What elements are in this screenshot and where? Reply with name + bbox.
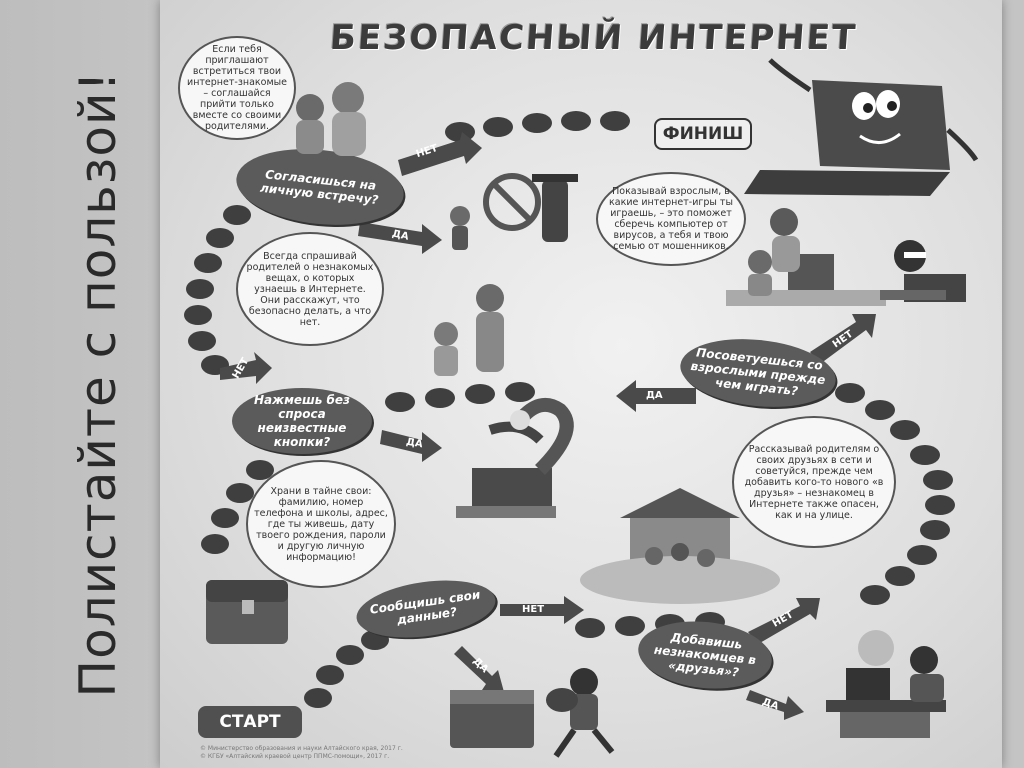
credit-line: © Министерство образования и науки Алтай… bbox=[200, 745, 403, 752]
bubble-keep-secret: Храни в тайне свои: фамилию, номер телеф… bbox=[246, 460, 396, 588]
board-path bbox=[184, 111, 955, 720]
side-slogan: Полистайте с пользой! bbox=[69, 70, 127, 698]
arrow-no-data: НЕТ bbox=[522, 604, 545, 615]
question-buttons: Нажмешь без спроса неизвестные кнопки? bbox=[232, 388, 372, 454]
poster-title: БЕЗОПАСНЫЙ ИНТЕРНЕТ bbox=[328, 18, 859, 58]
path-arrows bbox=[220, 132, 876, 720]
poster: БЕЗОПАСНЫЙ ИНТЕРНЕТ ФИНИШ СТАРТ Согласиш… bbox=[160, 0, 1002, 768]
bubble-tell-friends: Рассказывай родителям о своих друзьях в … bbox=[732, 416, 896, 548]
bubble-show-games: Показывай взрослым, в какие интернет-игр… bbox=[596, 172, 746, 266]
finish-label: ФИНИШ bbox=[654, 118, 752, 150]
credits: © Министерство образования и науки Алтай… bbox=[200, 745, 403, 761]
bubble-ask-parents: Всегда спрашивай родителей о незнакомых … bbox=[236, 232, 384, 346]
start-label: СТАРТ bbox=[198, 706, 302, 738]
bubble-meet-parents: Если тебя приглашают встретиться твои ин… bbox=[178, 36, 296, 140]
arrow-yes-advice: ДА bbox=[646, 390, 663, 401]
credit-line: © КГБУ «Алтайский краевой центр ППМС-пом… bbox=[200, 753, 390, 760]
